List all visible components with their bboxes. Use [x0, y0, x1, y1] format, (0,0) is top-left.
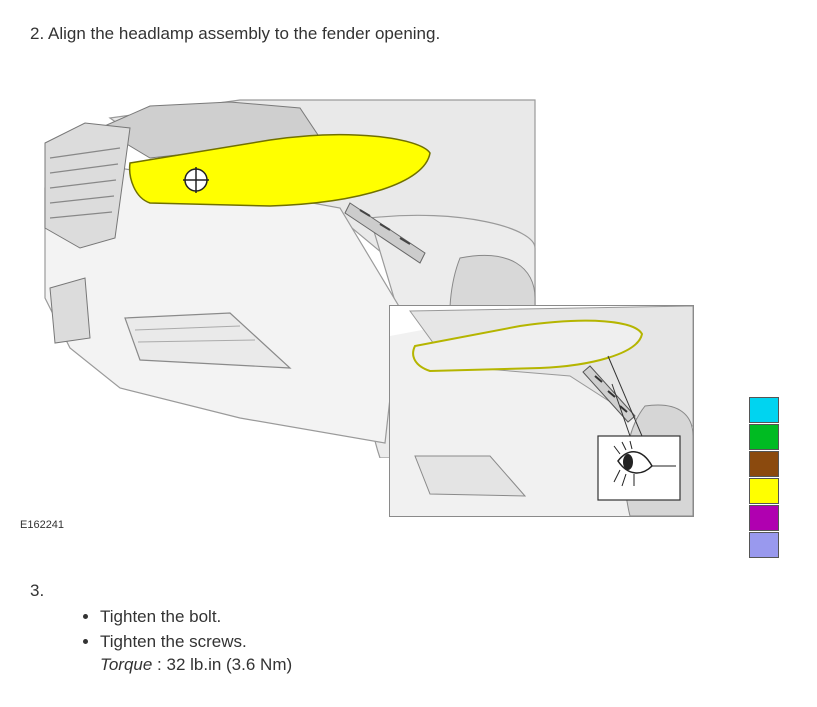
- step-3-list: Tighten the bolt. Tighten the screws.: [78, 604, 247, 654]
- inset-illustration: [390, 305, 694, 517]
- step-text: Align the headlamp assembly to the fende…: [47, 24, 441, 43]
- color-swatch-lavender: [749, 532, 779, 558]
- torque-value: 32 lb.in (3.6 Nm): [166, 655, 293, 674]
- figure-id: E162241: [20, 519, 65, 531]
- color-swatch-cyan: [749, 397, 779, 423]
- list-item: Tighten the bolt.: [100, 604, 247, 629]
- step-2-heading: 2. Align the headlamp assembly to the fe…: [30, 24, 440, 44]
- torque-label: Torque: [100, 655, 153, 674]
- grille: [44, 122, 131, 344]
- step-3-number: 3.: [30, 581, 45, 600]
- torque-separator: :: [152, 655, 167, 674]
- color-swatch-green: [749, 424, 779, 450]
- color-swatch-brown: [749, 451, 779, 477]
- list-item: Tighten the screws.: [100, 629, 247, 654]
- torque-spec: Torque : 32 lb.in (3.6 Nm): [100, 655, 292, 675]
- detail-inset: [389, 305, 694, 517]
- step-number: 2.: [30, 24, 45, 43]
- color-swatch-magenta: [749, 505, 779, 531]
- inset-fog-lamp: [414, 455, 527, 497]
- inset-headlamp-outline: [412, 319, 644, 373]
- fender-clip: [344, 202, 426, 264]
- eye-icon: [597, 435, 681, 501]
- color-swatch-yellow: [749, 478, 779, 504]
- color-legend: [749, 397, 779, 559]
- alignment-target-icon: [183, 167, 209, 193]
- headlamp-assembly: [128, 133, 431, 207]
